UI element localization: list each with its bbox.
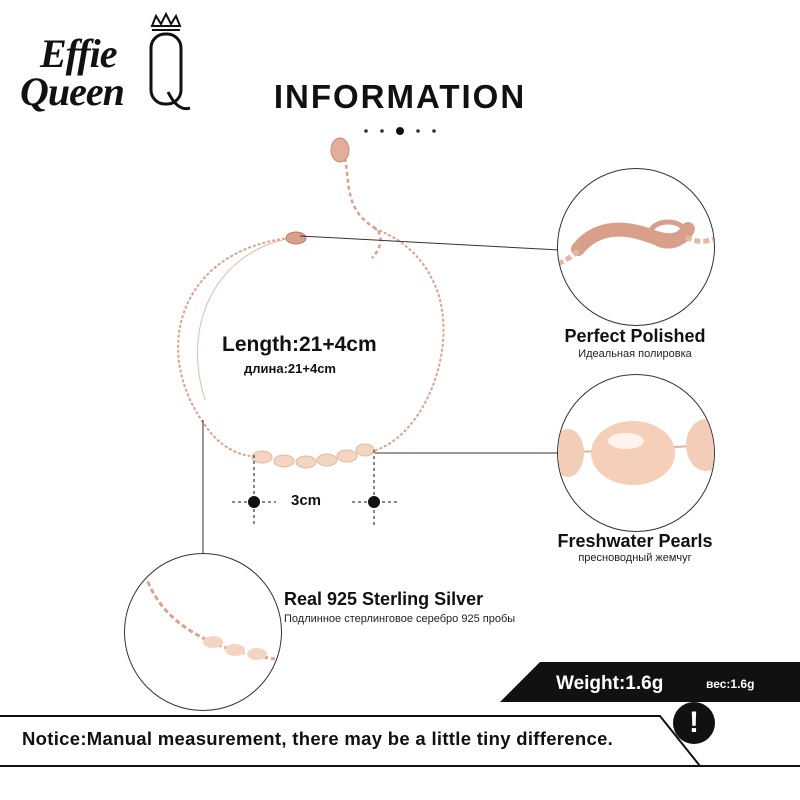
detail-circle-clasp: [557, 168, 715, 326]
weight-label-ru: вес:1.6g: [706, 677, 755, 691]
measure-dot-left: [248, 496, 260, 508]
detail-circle-pearls: [557, 374, 715, 532]
feature-pearls-subtitle: пресноводный жемчуг: [578, 552, 692, 564]
length-label: Length:21+4cm: [222, 333, 377, 356]
notice-text: Notice:Manual measurement, there may be …: [22, 728, 614, 749]
lobster-clasp: [285, 231, 307, 245]
pearl: [336, 449, 358, 463]
pearl: [273, 454, 295, 468]
extender-chain: [343, 157, 382, 259]
feature-polished-subtitle: Идеальная полировка: [578, 348, 692, 360]
feature-silver-subtitle: Подлинное стерлинговое серебро 925 пробы: [284, 613, 516, 625]
pearl-span-label: 3cm: [291, 492, 322, 509]
dot: [380, 129, 384, 133]
pagination-dots: [364, 127, 436, 135]
brand-name-line1: Effie: [40, 31, 117, 76]
detail-circle-silver: [124, 553, 282, 711]
weight-label: Weight:1.6g: [556, 673, 664, 694]
feature-polished-title: Perfect Polished: [564, 326, 706, 346]
brand-name-line2: Queen: [20, 69, 125, 114]
clasp-closeup: [558, 219, 714, 267]
pearls-closeup: [558, 419, 714, 485]
crown-icon: [150, 12, 182, 31]
dot: [364, 129, 368, 133]
pearl: [295, 455, 317, 469]
callout-line-clasp: [299, 235, 561, 251]
length-label-ru: длина:21+4cm: [244, 361, 336, 376]
brand-logo: [149, 12, 191, 111]
page-title: INFORMATION: [273, 78, 527, 115]
dot: [416, 129, 420, 133]
chain-closeup: [143, 573, 276, 661]
pearl-row: [251, 443, 375, 469]
monogram-q: [149, 32, 191, 111]
bracelet-chain: [369, 227, 445, 453]
dot: [432, 129, 436, 133]
exclamation-icon: !: [673, 702, 715, 744]
notice-band: [0, 715, 800, 767]
chain-tag: [330, 137, 350, 163]
bracelet-chain: [177, 237, 291, 457]
dot-active: [396, 127, 404, 135]
pearl: [316, 453, 338, 467]
feature-silver-title: Real 925 Sterling Silver: [284, 589, 484, 609]
measure-dot-right: [368, 496, 380, 508]
feature-pearls-title: Freshwater Pearls: [557, 531, 713, 551]
bracelet-chain: [197, 237, 293, 401]
weight-band: [500, 662, 800, 702]
pearl: [251, 450, 273, 464]
pearl: [355, 443, 375, 457]
